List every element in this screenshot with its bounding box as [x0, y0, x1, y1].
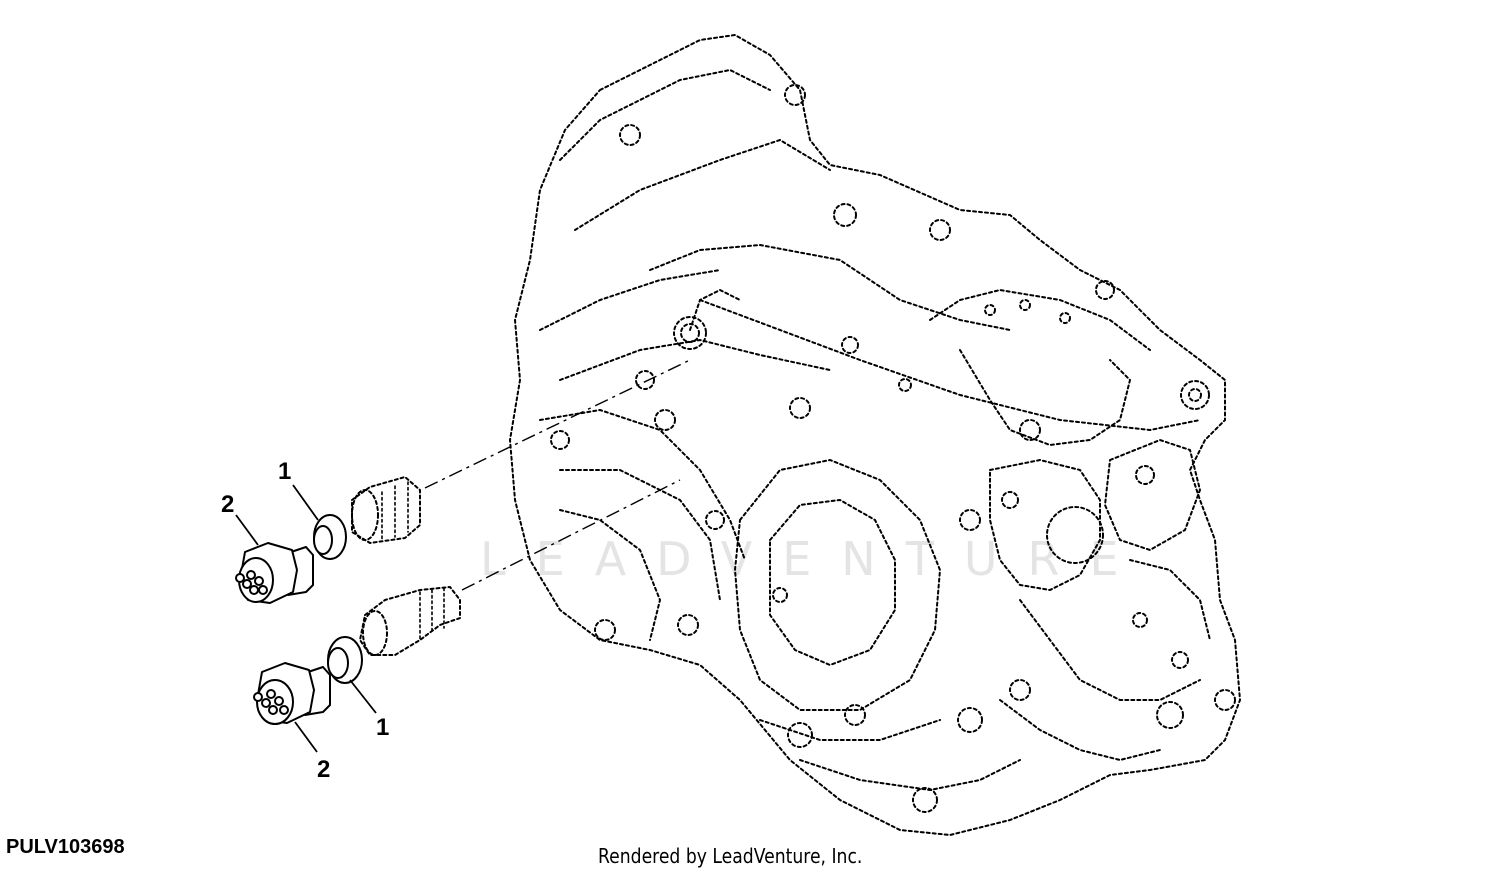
leader-upper-switch — [235, 514, 259, 546]
figure-id-label: PULV103698 — [6, 836, 125, 858]
callout-1-lower: 1 — [376, 714, 389, 741]
transmission-housing — [509, 34, 1241, 836]
callout-2-lower: 2 — [317, 756, 330, 783]
leader-lower-switch — [294, 721, 318, 753]
callout-1-upper: 1 — [278, 458, 291, 485]
upper-sealing-washer — [313, 514, 347, 560]
watermark-text: LEADVENTURE — [480, 532, 1149, 586]
upper-adapter-fitting — [351, 476, 421, 544]
upper-centerline — [424, 359, 691, 489]
lower-centerline — [461, 479, 681, 591]
leader-upper-washer — [292, 484, 319, 521]
leader-lower-washer — [349, 679, 377, 714]
render-credit-text: Rendered by LeadVenture, Inc. — [598, 844, 863, 868]
lower-pressure-switch — [253, 662, 331, 725]
lower-adapter-fitting — [359, 586, 461, 656]
upper-pressure-switch — [235, 542, 314, 604]
callout-2-upper: 2 — [221, 491, 234, 518]
lower-sealing-washer — [327, 636, 363, 684]
